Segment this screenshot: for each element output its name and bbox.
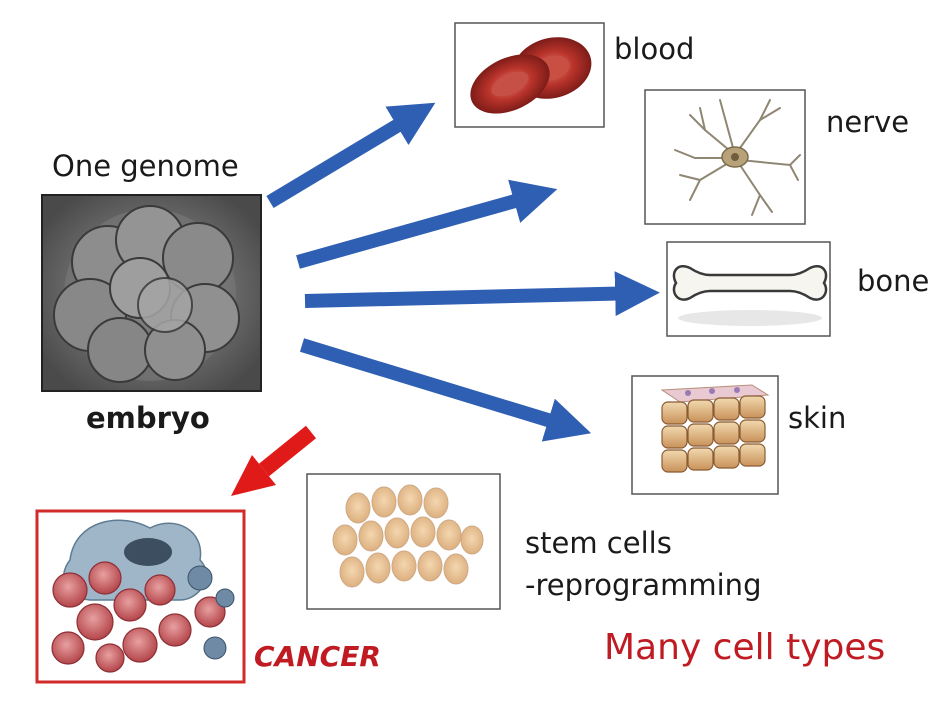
cancer-label: CANCER	[254, 640, 381, 673]
embryo-image	[41, 194, 262, 392]
arrow-to-skin	[299, 338, 592, 442]
skin-label: skin	[788, 401, 847, 435]
arrow-to-blood	[266, 102, 436, 209]
arrows-to-cell-types	[266, 102, 660, 442]
stem-cells-image	[306, 473, 501, 610]
bone-label: bone	[857, 264, 930, 298]
blood-label: blood	[614, 32, 695, 66]
blood-cells-image	[454, 22, 605, 128]
stem-cells-line1: stem cells	[525, 526, 672, 560]
skin-tissue-image	[631, 375, 779, 495]
bone-image	[666, 241, 831, 337]
nerve-label: nerve	[826, 105, 910, 139]
arrow-to-nerve	[296, 179, 558, 269]
cancer-cells-image	[35, 509, 246, 684]
arrow-to-cancer	[231, 425, 317, 496]
arrow-to-bone	[304, 271, 660, 317]
genome-label: One genome	[52, 149, 239, 183]
nerve-cell-image	[644, 89, 806, 225]
stem-cells-line2: -reprogramming	[525, 568, 762, 603]
stem-cells-label: stem cells -reprogramming	[525, 522, 761, 606]
embryo-label: embryo	[86, 401, 210, 435]
many-cell-types-label: Many cell types	[604, 627, 886, 668]
